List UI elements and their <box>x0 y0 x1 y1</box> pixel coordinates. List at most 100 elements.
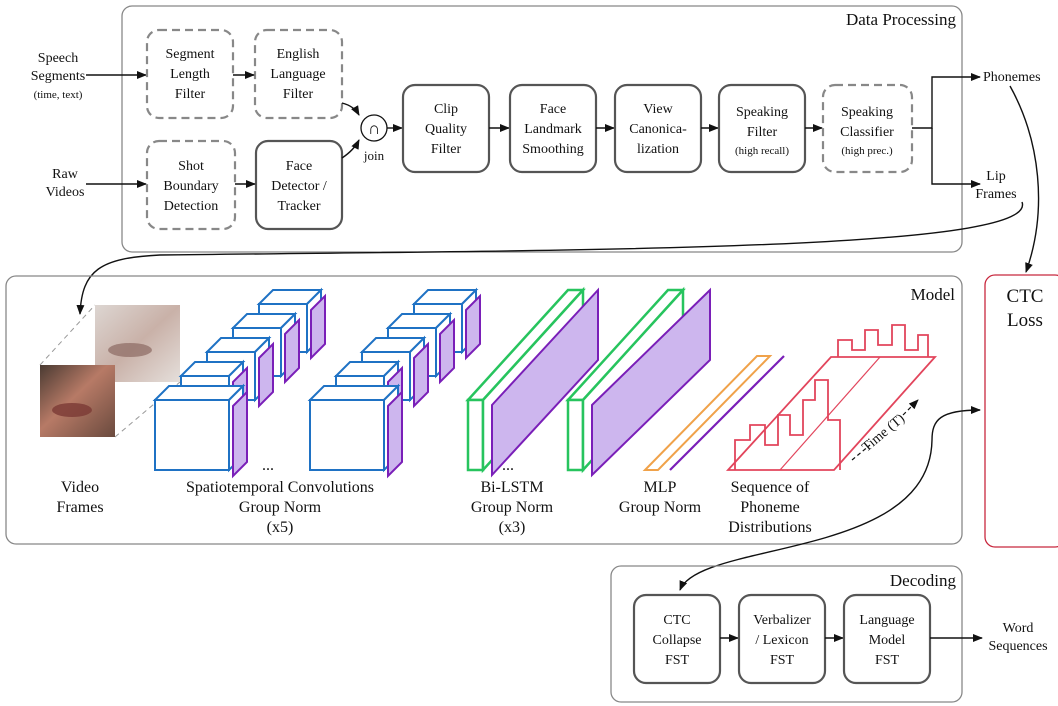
phonemes-label: Phonemes <box>983 70 1041 85</box>
speech-label-line1: Speech <box>38 51 78 66</box>
arrow-to-decoding <box>679 439 933 591</box>
box-line: Filter <box>283 87 314 102</box>
box-line: / Lexicon <box>755 633 808 648</box>
box-line: (high prec.) <box>841 145 893 157</box>
box-line: English <box>277 47 320 62</box>
decoding-section <box>610 565 963 703</box>
speech-label-line2: Segments <box>31 69 85 84</box>
box-line: Tracker <box>277 199 320 214</box>
box-line: Clip <box>434 102 458 117</box>
arrow-lip-to-video <box>76 201 1024 315</box>
arrow-to-phonemes <box>912 73 981 129</box>
box-line: Landmark <box>524 122 582 137</box>
arrow-phonemes-to-ctc <box>1009 85 1040 273</box>
lstm-label-line2: Group Norm <box>471 499 554 516</box>
speech-label-line3: (time, text) <box>34 89 83 101</box>
word-label-line1: Word <box>1003 621 1034 636</box>
raw-label-line1: Raw <box>52 167 79 182</box>
data-processing-title: Data Processing <box>846 10 957 29</box>
box-line: Language <box>859 613 914 628</box>
box-line: Boundary <box>163 179 218 194</box>
verbalizer-lexicon-fst-box: Verbalizer / Lexicon FST <box>737 593 827 685</box>
conv-label-line1: Spatiotemporal Convolutions <box>186 479 374 496</box>
box-line: Face <box>286 159 312 174</box>
language-model-fst-box: Language Model FST <box>842 593 932 685</box>
speech-segments-input: Speech Segments (time, text) <box>31 51 85 101</box>
box-line: Model <box>869 633 906 648</box>
seq-label-line1: Sequence of <box>731 479 810 496</box>
phoneme-distributions <box>725 324 938 471</box>
box-line: FST <box>875 653 900 668</box>
mlp-label-line2: Group Norm <box>619 499 702 516</box>
box-line: FST <box>770 653 795 668</box>
box-line: Filter <box>175 87 206 102</box>
lstm-dots: ... <box>502 457 514 474</box>
speaking-filter-box: Speaking Filter (high recall) <box>717 83 807 174</box>
mlp-layer <box>642 355 785 471</box>
box-line: (high recall) <box>735 145 789 157</box>
join-label: join <box>363 148 385 163</box>
model-section <box>5 275 963 545</box>
box-line: Classifier <box>840 125 894 140</box>
raw-label-line2: Videos <box>46 185 85 200</box>
box-line: Language <box>270 67 325 82</box>
conv-dots: ... <box>262 457 274 474</box>
seq-label-line3: Distributions <box>728 519 812 536</box>
arrow-model-to-ctc <box>931 406 981 441</box>
box-line: Verbalizer <box>753 613 811 628</box>
english-language-filter-box: English Language Filter <box>253 28 344 120</box>
box-line: View <box>643 102 673 117</box>
conv-blocks <box>152 287 481 479</box>
conv-label-line3: (x5) <box>267 519 294 536</box>
ctc-loss-box: CTC Loss <box>984 274 1058 548</box>
word-label-line2: Sequences <box>988 639 1047 654</box>
box-line: Canonica- <box>629 122 687 137</box>
ctc-collapse-fst-box: CTC Collapse FST <box>632 593 722 685</box>
segment-length-filter-box: Segment Length Filter <box>145 28 235 120</box>
video-frames-line2: Frames <box>56 499 103 516</box>
join-node: ∩ join <box>360 114 388 163</box>
arrow-to-lip-frames <box>931 128 981 188</box>
speaking-classifier-box: Speaking Classifier (high prec.) <box>821 83 914 174</box>
decoding-title: Decoding <box>890 571 957 590</box>
box-line: Segment <box>166 47 215 62</box>
clip-quality-filter-box: Clip Quality Filter <box>401 83 491 174</box>
time-axis: Time (T) <box>851 399 919 461</box>
lstm-label-line3: (x3) <box>499 519 526 536</box>
box-line: Detector / <box>271 179 327 194</box>
mlp-label-line1: MLP <box>644 479 677 496</box>
data-processing-section <box>121 5 963 253</box>
model-title: Model <box>911 285 956 304</box>
arrow-to-join <box>341 139 360 159</box>
ctc-loss-line2: Loss <box>1007 310 1043 331</box>
box-line: FST <box>665 653 690 668</box>
box-line: CTC <box>663 613 690 628</box>
box-line: Face <box>540 102 566 117</box>
shot-boundary-detection-box: Shot Boundary Detection <box>145 139 237 231</box>
lstm-label-line1: Bi-LSTM <box>480 479 543 496</box>
face-landmark-smoothing-box: Face Landmark Smoothing <box>508 83 598 174</box>
conv-cube <box>152 383 248 479</box>
box-line: Filter <box>431 142 462 157</box>
box-line: Shot <box>178 159 204 174</box>
box-line: Length <box>170 67 210 82</box>
video-frames-image <box>39 304 181 438</box>
lip-label-line1: Lip <box>986 169 1005 184</box>
conv-label-line2: Group Norm <box>239 499 322 516</box>
view-canonicalization-box: View Canonica- lization <box>613 83 703 174</box>
arrow-to-join <box>341 102 360 116</box>
box-line: Smoothing <box>522 142 583 157</box>
box-line: Filter <box>747 125 778 140</box>
lip-label-line2: Frames <box>975 187 1016 202</box>
raw-videos-input: Raw Videos <box>46 167 85 200</box>
bilstm-layer-1 <box>465 286 599 478</box>
box-line: Detection <box>164 199 218 214</box>
bilstm-layer-2 <box>565 286 711 478</box>
box-line: Quality <box>425 122 467 137</box>
ctc-loss-line1: CTC <box>1007 286 1044 307</box>
box-line: Speaking <box>841 105 893 120</box>
box-line: Collapse <box>653 633 702 648</box>
intersection-icon: ∩ <box>368 119 380 138</box>
box-line: Speaking <box>736 105 788 120</box>
